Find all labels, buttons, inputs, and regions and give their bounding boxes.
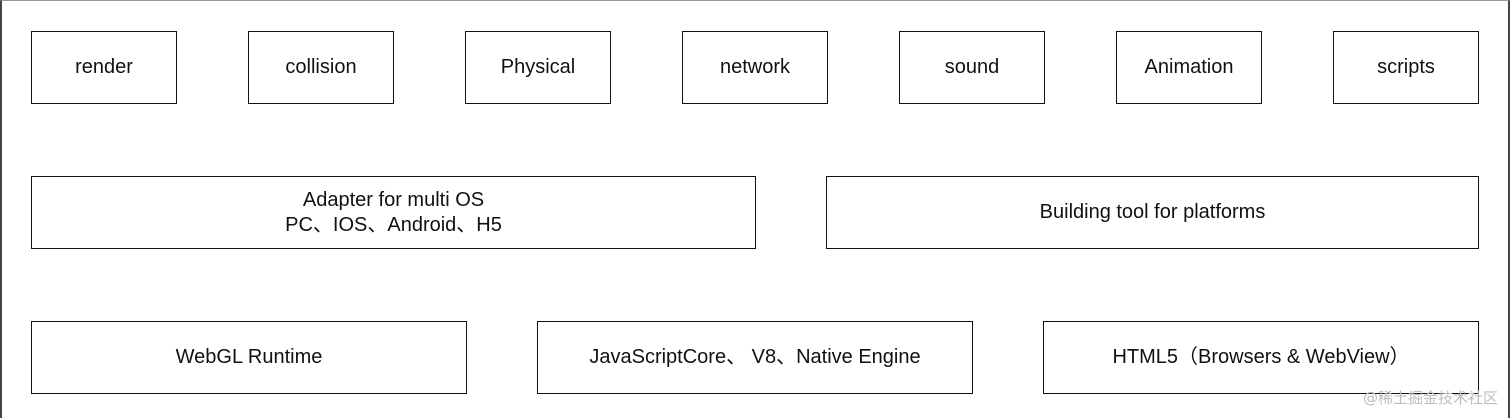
- adapter-platforms: PC、IOS、Android、H5: [285, 213, 502, 236]
- render-label: render: [75, 56, 133, 78]
- adapter-title: Adapter for multi OS: [302, 188, 485, 211]
- webgl-runtime-box: WebGL Runtime: [31, 321, 467, 394]
- collision-module-box: collision: [248, 31, 394, 104]
- watermark: @稀土掘金技术社区: [1362, 389, 1498, 407]
- building-tool-label: Building tool for platforms: [1039, 201, 1266, 223]
- js-engine-box: JavaScriptCore、 V8、Native Engine: [537, 321, 973, 394]
- animation-module-box: Animation: [1116, 31, 1262, 104]
- physical-label: Physical: [500, 56, 576, 78]
- sound-module-box: sound: [899, 31, 1045, 104]
- scripts-module-box: scripts: [1333, 31, 1479, 104]
- render-module-box: render: [31, 31, 177, 104]
- physical-module-box: Physical: [465, 31, 611, 104]
- html5-box: HTML5（Browsers & WebView）: [1043, 321, 1479, 394]
- network-module-box: network: [682, 31, 828, 104]
- html5-label: HTML5（Browsers & WebView）: [1112, 346, 1410, 368]
- scripts-label: scripts: [1377, 56, 1435, 78]
- animation-label: Animation: [1144, 56, 1234, 78]
- collision-label: collision: [285, 56, 357, 78]
- network-label: network: [719, 56, 791, 78]
- adapter-box: Adapter for multi OS PC、IOS、Android、H5: [31, 176, 756, 249]
- sound-label: sound: [944, 56, 1000, 78]
- building-tool-box: Building tool for platforms: [826, 176, 1479, 249]
- js-engine-label: JavaScriptCore、 V8、Native Engine: [589, 346, 921, 368]
- webgl-runtime-label: WebGL Runtime: [175, 346, 323, 368]
